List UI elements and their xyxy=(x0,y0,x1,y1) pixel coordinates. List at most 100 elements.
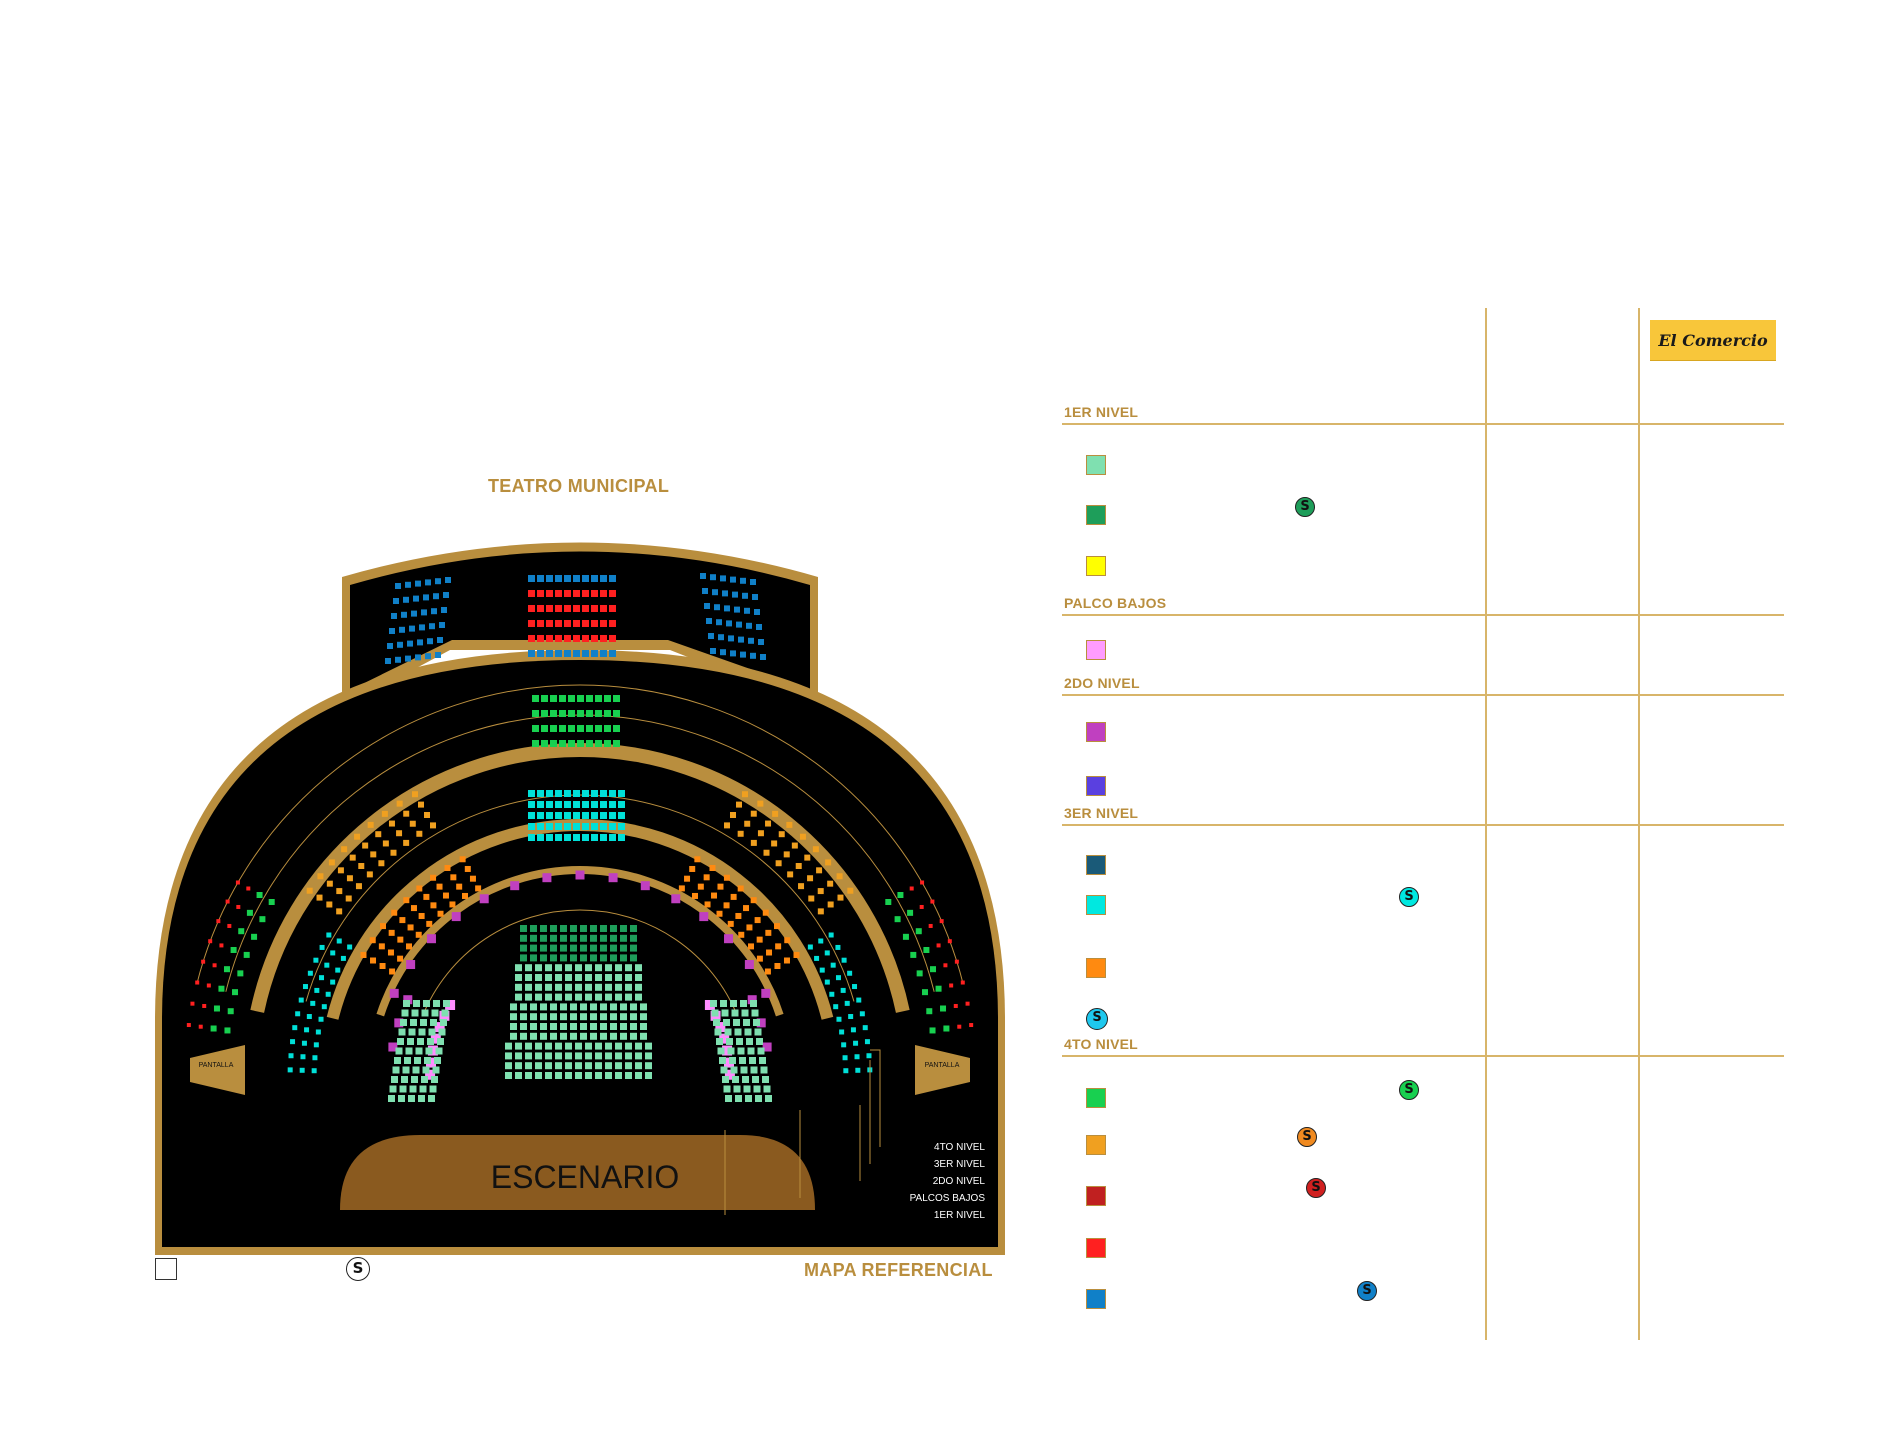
seat-1er-orchestra xyxy=(555,974,562,981)
seat-balcony-left xyxy=(423,594,429,601)
seat-4to-side xyxy=(808,895,815,902)
callout-lines xyxy=(724,1049,881,1215)
seat-balcony-center xyxy=(591,605,598,612)
seat-balcony-right xyxy=(718,634,724,641)
seat-4to-outer xyxy=(916,970,923,977)
seat-balcony-center xyxy=(573,605,580,612)
seat-3er-side xyxy=(735,912,742,919)
seat-1er-orchestra xyxy=(600,934,607,942)
tier-rail xyxy=(196,684,964,985)
seat-2do-box xyxy=(394,1018,404,1028)
seat-3er-center xyxy=(609,812,616,819)
seat-1er-orchestra xyxy=(630,954,637,962)
seat-4to-outer xyxy=(894,916,901,923)
seat-1er-orchestra xyxy=(590,934,597,942)
seat-balcony-center xyxy=(582,605,589,612)
seat-3er-center xyxy=(573,812,580,819)
seat-3er-side xyxy=(397,955,404,962)
seat-4to-center xyxy=(595,710,602,717)
seat-4to-outer xyxy=(232,989,239,996)
seat-balcony-right xyxy=(700,573,706,579)
seat-2do-box xyxy=(403,995,413,1005)
seat-1er-orchestra xyxy=(515,1052,522,1060)
seat-1er-left xyxy=(419,1085,427,1093)
seat-3er-center xyxy=(609,801,616,808)
seat-3er-outer xyxy=(847,970,853,976)
seat-balcony-right xyxy=(752,594,758,600)
seat-4to-center xyxy=(568,710,575,717)
seat-1er-left xyxy=(428,1028,436,1036)
seat-4to-edge xyxy=(930,899,935,904)
seat-4to-center xyxy=(613,710,620,717)
seat-balcony-left xyxy=(403,596,409,603)
seat-4to-side xyxy=(799,833,806,840)
seat-4to-side xyxy=(336,908,343,915)
seat-balcony-right xyxy=(708,633,714,639)
seat-1er-orchestra xyxy=(515,1042,522,1050)
seat-1er-orchestra xyxy=(580,925,587,932)
seat-4to-side xyxy=(825,859,832,866)
seat-3er-side xyxy=(430,874,437,881)
seat-balcony-center xyxy=(609,635,616,642)
seat-3er-outer xyxy=(319,944,325,950)
seat-1er-orchestra xyxy=(620,934,627,942)
seat-4to-center xyxy=(604,695,611,702)
seat-4to-outer xyxy=(885,899,892,905)
seat-1er-right xyxy=(730,1000,737,1007)
seat-4to-side xyxy=(757,830,764,837)
seat-4to-side xyxy=(367,821,374,828)
seat-4to-side xyxy=(786,821,793,828)
callout-1er: 1ER NIVEL xyxy=(934,1210,986,1221)
seat-1er-orchestra xyxy=(600,1003,607,1011)
seat-1er-orchestra xyxy=(625,974,632,981)
seat-1er-orchestra xyxy=(625,993,632,1001)
seat-3er-side xyxy=(378,943,385,950)
seat-4to-side xyxy=(355,883,362,890)
section-rule xyxy=(1062,423,1784,425)
seat-4to-outer xyxy=(210,1025,217,1032)
seat-1er-left xyxy=(407,1038,414,1045)
color-swatch xyxy=(1086,1088,1106,1108)
seat-3er-side xyxy=(775,943,782,950)
seat-1er-orchestra xyxy=(585,1052,592,1060)
seat-3er-side xyxy=(416,885,423,892)
seat-balcony-center xyxy=(582,650,589,657)
seat-1er-orchestra xyxy=(585,1072,592,1079)
seat-1er-orchestra xyxy=(550,925,557,932)
seat-3er-side xyxy=(437,910,444,917)
seat-1er-orchestra xyxy=(595,1042,602,1050)
seat-palco xyxy=(445,1000,456,1010)
seat-3er-outer xyxy=(313,1042,319,1048)
seat-1er-left xyxy=(388,1095,395,1102)
seat-1er-orchestra xyxy=(555,983,562,991)
seat-1er-orchestra xyxy=(530,944,537,952)
hall xyxy=(162,660,998,1247)
seat-3er-side xyxy=(410,905,417,912)
seat-1er-orchestra xyxy=(535,1062,542,1070)
seat-1er-right xyxy=(743,1019,750,1026)
seat-1er-orchestra xyxy=(535,964,542,972)
seat-balcony-center xyxy=(555,635,562,642)
seat-balcony-right xyxy=(726,620,732,627)
seat-1er-orchestra xyxy=(545,974,552,981)
seat-4to-side xyxy=(742,791,748,798)
seat-3er-center xyxy=(600,834,607,841)
seat-1er-right xyxy=(745,1095,752,1102)
seat-3er-outer xyxy=(843,1068,849,1074)
seat-3er-center xyxy=(546,790,553,797)
seat-1er-orchestra xyxy=(605,964,612,972)
seat-4to-side xyxy=(381,810,388,817)
seat-1er-orchestra xyxy=(555,1072,562,1079)
seat-3er-side xyxy=(399,917,406,924)
seat-1er-orchestra xyxy=(630,925,637,932)
seat-4to-center xyxy=(541,695,548,702)
seat-balcony-center xyxy=(555,650,562,657)
seat-1er-orchestra xyxy=(595,1062,602,1070)
seat-4to-edge xyxy=(943,963,948,968)
seat-1er-orchestra xyxy=(545,993,552,1001)
available-seat-swatch xyxy=(155,1258,177,1280)
seat-3er-outer xyxy=(301,1040,307,1046)
seat-balcony-center xyxy=(600,635,607,642)
seat-1er-right xyxy=(725,1095,732,1102)
seat-4to-side xyxy=(326,901,333,908)
